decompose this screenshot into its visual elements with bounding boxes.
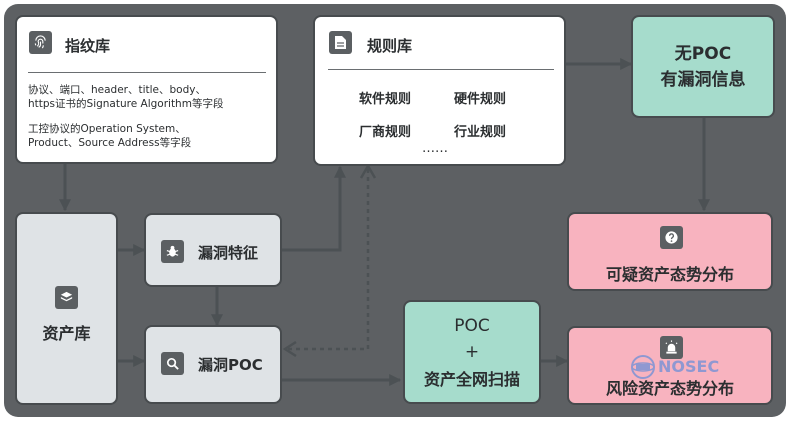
asset-library-box: 资产库 (15, 212, 118, 405)
fingerprint-icon (29, 31, 52, 54)
rules-divider (328, 69, 554, 70)
no-poc-line-2: 有漏洞信息 (660, 70, 746, 90)
rules-library-box: 规则库 软件规则 硬件规则 厂商规则 行业规则 …… (313, 15, 566, 166)
no-poc-line-1: 无POC (674, 44, 732, 64)
nosec-watermark-logo (631, 355, 655, 379)
poc-scan-line-1: POC (454, 316, 490, 336)
rule-hardware: 硬件规则 (454, 92, 507, 107)
rule-vendor: 厂商规则 (359, 125, 412, 140)
dashed-arrowhead-up (359, 163, 377, 179)
vuln-poc-label: 漏洞POC (198, 356, 263, 374)
fingerprint-line-1: 协议、端口、header、title、body、 (28, 84, 206, 96)
dashed-arrowhead-left (282, 340, 297, 358)
fingerprint-title: 指纹库 (65, 37, 111, 55)
poc-scan-box: POC + 资产全网扫描 (403, 300, 541, 404)
fingerprint-line-2: https证书的Signature Algorithm等字段 (28, 98, 224, 110)
no-poc-box: 无POC 有漏洞信息 (631, 15, 775, 118)
rule-more: …… (422, 141, 448, 156)
layers-icon (55, 286, 78, 309)
poc-scan-line-3: 资产全网扫描 (423, 370, 520, 389)
asset-library-label: 资产库 (42, 324, 91, 343)
suspicious-asset-box: 可疑资产态势分布 (567, 212, 773, 291)
alarm-light-icon (660, 336, 683, 359)
fingerprint-line-4: Product、Source Address等字段 (28, 137, 192, 149)
question-icon (660, 226, 683, 249)
nosec-watermark: NOSEC (630, 354, 740, 380)
rule-software: 软件规则 (359, 92, 412, 107)
arrow-feature-to-rules (282, 165, 346, 252)
rules-title: 规则库 (367, 37, 413, 55)
poc-scan-line-2: + (464, 342, 480, 362)
rule-industry: 行业规则 (454, 125, 507, 140)
suspicious-asset-label: 可疑资产态势分布 (605, 265, 734, 284)
nosec-watermark-text: NOSEC (658, 357, 720, 376)
search-icon (161, 352, 184, 375)
risk-asset-box: 风险资产态势分布 (567, 326, 773, 405)
document-icon (329, 31, 352, 54)
vuln-poc-box: 漏洞POC (144, 325, 282, 404)
vuln-feature-label: 漏洞特征 (198, 244, 259, 262)
bug-icon (161, 240, 184, 263)
fingerprint-library-box: 指纹库 协议、端口、header、title、body、 https证书的Sig… (15, 15, 278, 164)
dashed-arrow-rules-poc (288, 168, 370, 351)
fingerprint-line-3: 工控协议的Operation System、 (28, 123, 186, 135)
fingerprint-divider (28, 72, 266, 73)
risk-asset-label: 风险资产态势分布 (605, 379, 734, 398)
vuln-feature-box: 漏洞特征 (144, 213, 282, 287)
